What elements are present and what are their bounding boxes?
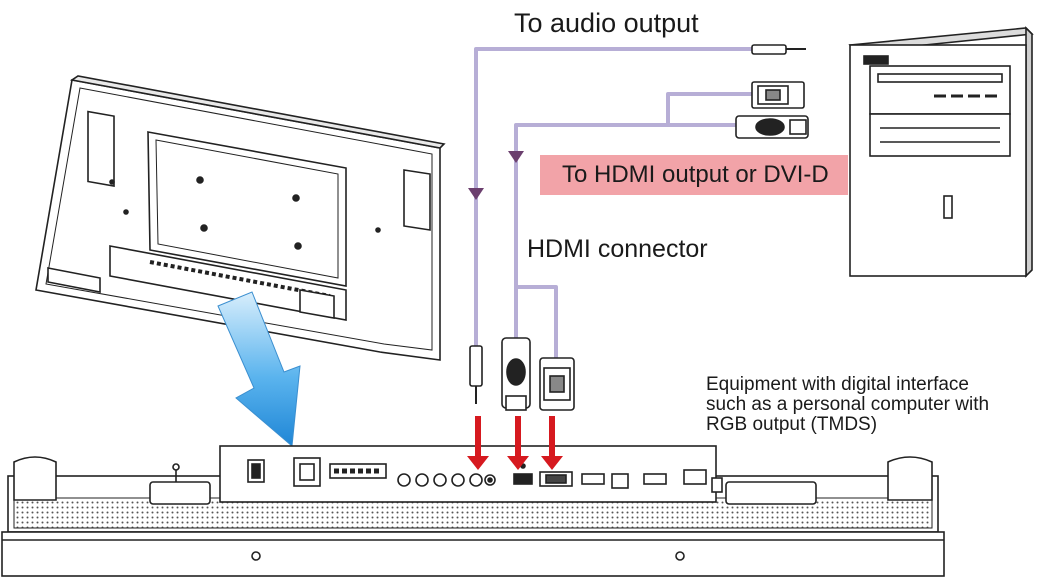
monitor-plugs [470, 338, 574, 410]
hdmi-output-label: To HDMI output or DVI-D [540, 155, 848, 195]
audio-output-label: To audio output [514, 8, 699, 39]
equipment-line-2: such as a personal computer with [706, 395, 1041, 415]
equipment-line-3: RGB output (TMDS) [706, 415, 1041, 435]
cables [476, 49, 752, 360]
equipment-line-1: Equipment with digital interface [706, 375, 1041, 395]
pc-plugs [736, 45, 808, 138]
computer-tower [850, 28, 1032, 276]
audio-plug [752, 45, 786, 54]
monitor-bottom-panel [2, 446, 944, 576]
equipment-description: Equipment with digital interface such as… [706, 375, 1041, 435]
hdmi-connector-label: HDMI connector [527, 235, 708, 264]
connect-arrows [467, 416, 563, 470]
audio-jack-plug [470, 346, 482, 386]
